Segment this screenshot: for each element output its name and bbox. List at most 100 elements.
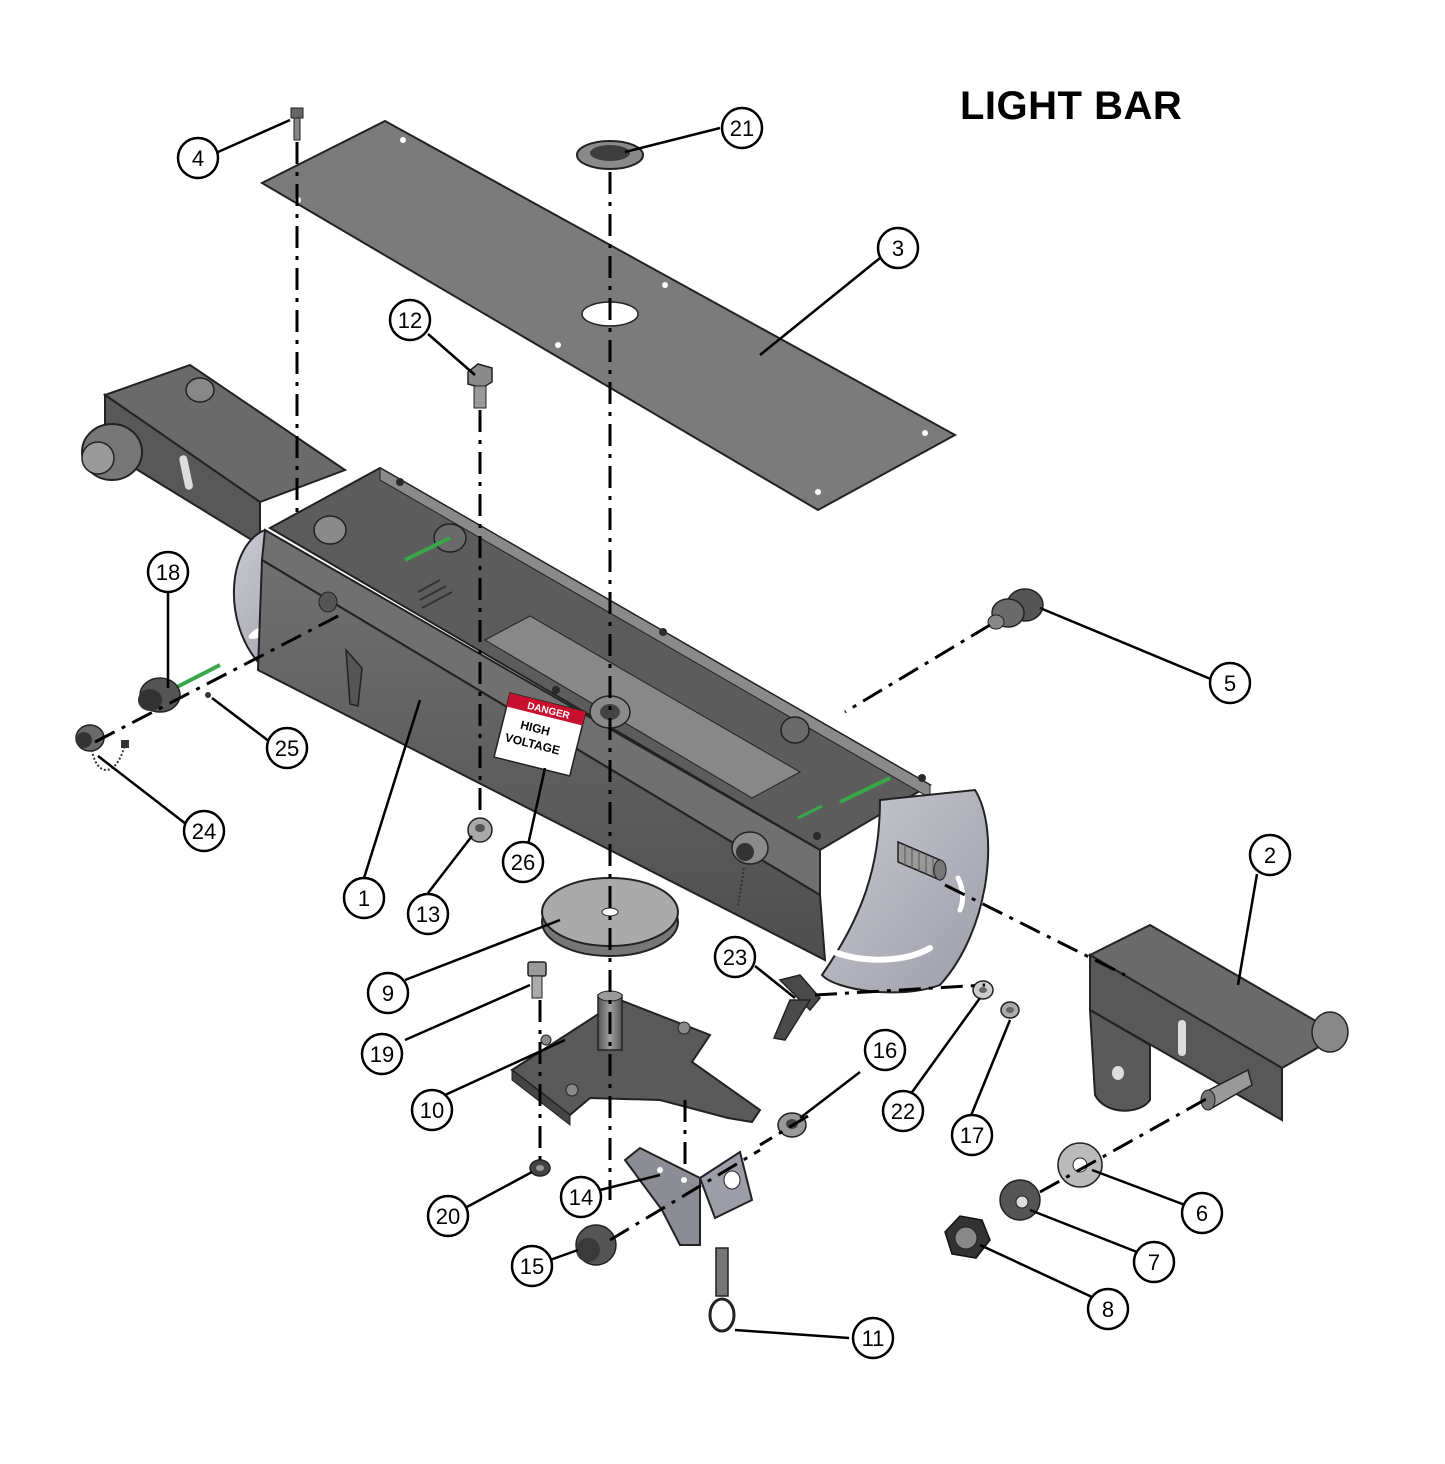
callout-number: 17 [960,1123,984,1148]
callout-number: 10 [420,1098,444,1123]
callout-18: 18 [146,550,190,594]
callout-circle [1248,833,1292,877]
part-6-washer [1057,1142,1103,1188]
callout-19: 19 [360,1032,404,1076]
callout-10: 10 [410,1088,454,1132]
callout-number: 11 [862,1326,885,1351]
callout-circle [881,1089,925,1133]
part-14-bracket [623,1146,754,1246]
callout-number: 21 [730,116,754,141]
callout-number: 5 [1224,671,1236,696]
part-9-disc [541,877,679,957]
part-17-nut [1000,1001,1020,1019]
callout-17: 17 [950,1113,994,1157]
part-21-grommet [576,140,644,170]
callout-20: 20 [426,1194,470,1238]
callout-circle [146,550,190,594]
callout-12: 12 [388,298,432,342]
callout-16: 16 [863,1028,907,1072]
callout-15: 15 [510,1244,554,1288]
callout-22: 22 [881,1089,925,1133]
callout-5: 5 [1208,661,1252,705]
callout-circle [410,1088,454,1132]
callout-13: 13 [406,892,450,936]
part-2-right-arm [1087,923,1349,1122]
callout-circle [559,1175,603,1219]
callout-circle [876,226,920,270]
callout-number: 9 [382,981,394,1006]
part-13-nut [467,817,493,843]
callout-circle [426,1194,470,1238]
part-25-pin [205,692,211,698]
part-24-dust-cap [75,724,129,771]
part-23-handle [772,974,821,1041]
callout-circle [720,106,764,150]
left-arm [81,363,348,547]
part-19-bolt [527,961,547,999]
part-5-connector [987,588,1044,630]
callout-8: 8 [1086,1287,1130,1331]
callout-circle [388,298,432,342]
assembly-center-lines [94,142,1209,1242]
part-12-bolt [467,363,493,409]
callout-circle [182,809,226,853]
callout-number: 25 [275,736,299,761]
part-22-washer [972,980,994,1000]
callout-4: 4 [176,136,220,180]
callout-21: 21 [720,106,764,150]
callout-number: 23 [723,945,747,970]
callout-24: 24 [182,809,226,853]
callout-23: 23 [713,935,757,979]
callout-number: 19 [370,1042,394,1067]
callout-3: 3 [876,226,920,270]
callout-circle [366,971,410,1015]
part-26-danger-label: DANGER HIGH VOLTAGE [493,692,587,777]
callout-circle [406,892,450,936]
part-4-screw [290,107,304,141]
callout-number: 26 [511,850,535,875]
callout-number: 13 [416,902,440,927]
callout-2: 2 [1248,833,1292,877]
callout-circle [510,1244,554,1288]
callout-circle [342,876,386,920]
callout-balloons: 1234567891011121314151617181920212223242… [146,106,1292,1360]
leader-lines [97,118,1259,1340]
callout-number: 6 [1196,1201,1208,1226]
callout-6: 6 [1180,1191,1224,1235]
callout-1: 1 [342,876,386,920]
callout-circle [863,1028,907,1072]
callout-circle [950,1113,994,1157]
callout-number: 14 [569,1185,593,1210]
callout-circle [1180,1191,1224,1235]
callout-number: 3 [892,236,904,261]
callout-25: 25 [265,726,309,770]
callout-number: 20 [436,1204,460,1229]
callout-number: 12 [398,308,422,333]
callout-circle [501,840,545,884]
part-15-knob [575,1224,617,1266]
callout-circle [713,935,757,979]
callout-circle [360,1032,404,1076]
callout-14: 14 [559,1175,603,1219]
callout-number: 22 [891,1099,915,1124]
part-8-nut [944,1215,991,1259]
callout-number: 1 [358,886,370,911]
callout-9: 9 [366,971,410,1015]
callout-26: 26 [501,840,545,884]
callout-circle [1086,1287,1130,1331]
part-10-base-plate [510,990,762,1127]
callout-circle [1132,1240,1176,1284]
callout-number: 8 [1102,1297,1114,1322]
part-7-washer [999,1179,1041,1221]
diagram-title: LIGHT BAR [960,84,1183,128]
callout-number: 16 [873,1038,897,1063]
callout-number: 4 [192,146,204,171]
callout-number: 7 [1148,1250,1160,1275]
callout-7: 7 [1132,1240,1176,1284]
callout-number: 18 [156,560,180,585]
callout-number: 15 [520,1254,544,1279]
callout-circle [851,1316,895,1360]
callout-number: 24 [192,819,216,844]
part-11-pin [708,1247,736,1333]
